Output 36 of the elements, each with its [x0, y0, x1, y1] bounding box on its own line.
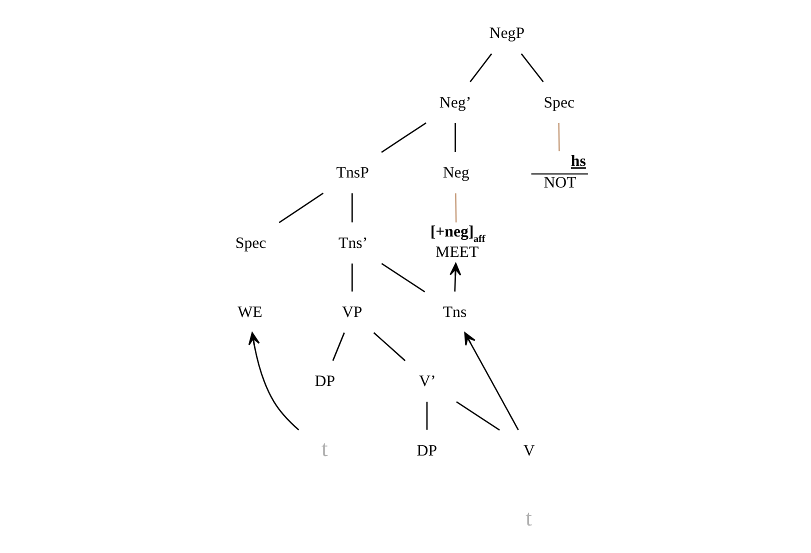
node-text: t	[321, 436, 328, 462]
node-label: MEET	[434, 244, 478, 261]
connector	[332, 332, 344, 361]
node-text: Tns	[442, 304, 466, 321]
connector	[454, 193, 456, 222]
node-text: Spec	[543, 94, 574, 112]
arrow	[449, 262, 461, 292]
connector	[350, 264, 352, 292]
connector	[350, 193, 352, 222]
connector	[380, 262, 425, 292]
node-text: hs NOT	[543, 153, 586, 192]
node-text: Neg	[442, 164, 469, 182]
node-text: [+neg]$_{aff}$	[430, 223, 485, 245]
arrow	[248, 332, 299, 430]
connector	[469, 53, 492, 82]
connector	[372, 332, 406, 362]
node-text: Tns’	[338, 234, 368, 252]
node-text: V’	[418, 373, 436, 390]
node-text: Spec	[234, 234, 266, 252]
node-text: NegP	[488, 25, 524, 42]
connector	[558, 122, 560, 152]
node-text: V	[522, 442, 534, 460]
connector	[520, 53, 544, 82]
connector	[380, 122, 426, 153]
node-text: Neg’	[438, 94, 471, 112]
node-text: DP	[314, 373, 335, 390]
node-text: t	[525, 505, 532, 530]
connector	[456, 401, 500, 431]
connector	[426, 402, 428, 430]
node-text: DP	[416, 442, 437, 460]
node-text: VP	[341, 304, 362, 321]
node-text: WE	[237, 304, 262, 321]
connector	[454, 122, 456, 152]
node-text: TnsP	[336, 164, 368, 182]
connector	[278, 192, 324, 224]
arrow	[464, 332, 518, 430]
